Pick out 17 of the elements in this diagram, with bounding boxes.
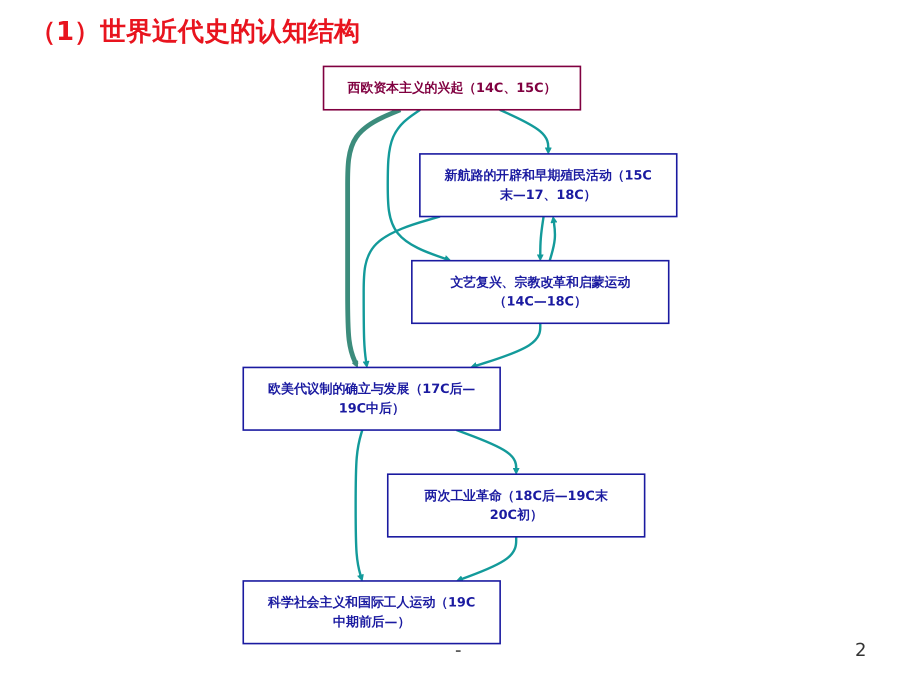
- arrow: [548, 216, 558, 262]
- arrow: [362, 215, 440, 368]
- node-box: 西欧资本主义的兴起（14C、15C）: [322, 66, 582, 111]
- node-box: 欧美代议制的确立与发展（17C后—19C中后）: [242, 366, 501, 431]
- arrow: [470, 323, 542, 369]
- arrow: [456, 536, 518, 582]
- page-number: 2: [855, 640, 866, 661]
- arrow: [536, 216, 545, 261]
- arrow: [456, 428, 520, 475]
- node-box: 两次工业革命（18C后—19C末20C初）: [386, 473, 646, 538]
- arrow: [354, 430, 364, 582]
- title: （1）世界近代史的认知结构: [30, 16, 360, 49]
- node-box: 新航路的开辟和早期殖民活动（15C末—17、18C）: [419, 153, 678, 218]
- arrow: [499, 108, 552, 154]
- arrow: [386, 108, 452, 262]
- node-box: 科学社会主义和国际工人运动（19C中期前后—）: [242, 580, 501, 644]
- node-box: 文艺复兴、宗教改革和启蒙运动（14C—18C）: [411, 260, 670, 324]
